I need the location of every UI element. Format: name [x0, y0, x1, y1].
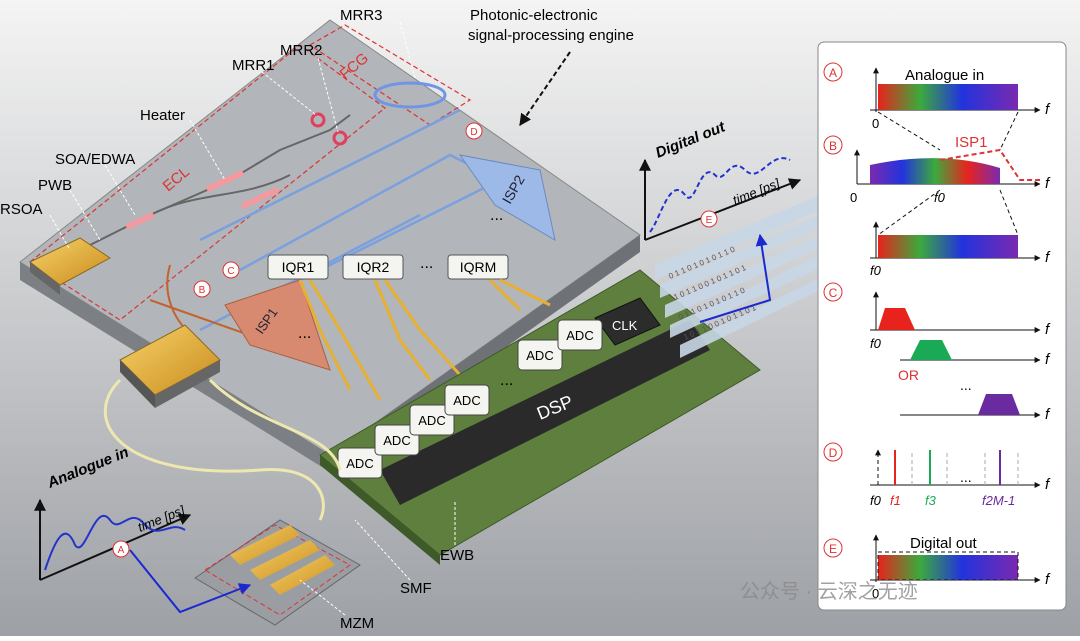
panel-a-spectrum: [878, 84, 1018, 110]
svg-text:ADC: ADC: [453, 393, 480, 408]
mzm-block: [194, 519, 361, 626]
marker-a: A: [112, 540, 130, 558]
panel-d: D ... f f0 f1 f3 f2M-1: [823, 442, 1051, 508]
adc-chip: ADC: [557, 319, 603, 351]
panel-e-title: Digital out: [910, 535, 978, 552]
mrr2-label: MRR2: [280, 42, 323, 59]
mzm-label: MZM: [340, 615, 374, 632]
svg-text:f0: f0: [870, 263, 882, 278]
iqr2-block: IQR2: [342, 254, 404, 280]
svg-text:f: f: [1045, 249, 1051, 266]
svg-text:f0: f0: [870, 493, 882, 508]
pcb-board: DSP CLK: [319, 269, 761, 565]
svg-text:ADC: ADC: [418, 413, 445, 428]
marker-d: D: [465, 122, 483, 140]
iqrm-block: IQRM: [447, 254, 509, 280]
svg-text:f0: f0: [870, 336, 882, 351]
pwb-label: PWB: [38, 177, 72, 194]
watermark: 公众号 · 云深之无迹: [740, 580, 918, 603]
svg-text:ADC: ADC: [566, 328, 593, 343]
svg-text:ADC: ADC: [526, 348, 553, 363]
fiber: [208, 378, 342, 471]
svg-text:f: f: [1045, 351, 1051, 368]
svg-text:0: 0: [872, 586, 879, 601]
marker-c: C: [222, 261, 240, 279]
panel-b-isp1-label: ISP1: [955, 134, 988, 151]
svg-text:A: A: [829, 66, 837, 80]
mrr3-label: MRR3: [340, 7, 383, 24]
adc-dots: ...: [500, 372, 513, 389]
soa-edwa-block: [119, 324, 221, 408]
svg-text:B: B: [829, 139, 837, 153]
svg-text:E: E: [829, 542, 837, 556]
panel-c-or-label: OR: [898, 367, 919, 383]
svg-text:C: C: [829, 286, 838, 300]
svg-text:E: E: [706, 215, 713, 226]
analogue-waveform: [44, 515, 186, 571]
marker-b: B: [193, 280, 211, 298]
adc-chip: ADC: [374, 424, 420, 456]
adc-chip: ADC: [517, 339, 563, 371]
svg-text:D: D: [829, 446, 838, 460]
svg-text:f0: f0: [934, 190, 946, 205]
svg-text:f: f: [1045, 101, 1051, 118]
dsp-chip: [380, 320, 710, 505]
adc-chip: ADC: [409, 404, 455, 436]
signal-path-e: [699, 233, 772, 323]
svg-text:f: f: [1045, 476, 1051, 493]
soa-edwa-label: SOA/EDWA: [55, 151, 135, 168]
smf-fiber: [103, 378, 325, 521]
signal-path-a: [129, 549, 252, 614]
svg-text:f2M-1: f2M-1: [982, 493, 1015, 508]
marker-e: E: [700, 210, 718, 228]
svg-text:A: A: [118, 545, 125, 556]
svg-text:f: f: [1045, 406, 1051, 423]
svg-text:ADC: ADC: [383, 433, 410, 448]
panel-a: A Analogue in f 0: [823, 62, 1051, 131]
panel-a-title: Analogue in: [905, 67, 984, 84]
svg-text:f1: f1: [890, 493, 901, 508]
svg-text:...: ...: [960, 469, 972, 485]
svg-text:ADC: ADC: [346, 456, 373, 471]
digital-waveform: [649, 157, 791, 233]
mrr1-label: MRR1: [232, 57, 275, 74]
svg-text:C: C: [227, 266, 234, 277]
iqr-dots: ...: [420, 255, 433, 272]
isp1-dots: ...: [298, 325, 311, 342]
svg-text:f: f: [1045, 175, 1051, 192]
rsoa-label: RSOA: [0, 201, 43, 218]
panel-b: B ISP1 f 0 f0: [823, 111, 1051, 205]
panel-c: C f f0 f OR ... f: [823, 282, 1051, 423]
panel-e: E Digital out f 0: [823, 534, 1051, 601]
clk-label: CLK: [612, 318, 638, 333]
svg-text:f3: f3: [925, 493, 937, 508]
iqr1-block: IQR1: [267, 254, 329, 280]
svg-text:B: B: [199, 285, 206, 296]
svg-text:...: ...: [960, 377, 972, 393]
svg-text:f: f: [1045, 321, 1051, 338]
adc-chip: ADC: [337, 447, 383, 479]
panel-b2: f f0: [870, 189, 1051, 278]
isp2-dots: ...: [490, 207, 503, 224]
iqr1-label: IQR1: [282, 259, 315, 275]
spectrum-panel: A Analogue in f 0 B ISP1 f 0 f0: [817, 41, 1067, 611]
engine-title-line1: Photonic-electronic: [470, 7, 598, 24]
smf-label: SMF: [400, 580, 432, 597]
heater-label: Heater: [140, 107, 185, 124]
engine-title-line2: signal-processing engine: [468, 27, 634, 44]
adc-group: ADC ADC ADC ADC ADC ADC ...: [337, 319, 603, 479]
iqr2-label: IQR2: [357, 259, 390, 275]
svg-text:0: 0: [872, 116, 879, 131]
adc-chip: ADC: [444, 384, 490, 416]
svg-text:0: 0: [850, 190, 857, 205]
callout-labels: MRR3 MRR2 MRR1 FCG Heater ECL SOA/EDWA P…: [0, 7, 634, 632]
iqrm-label: IQRM: [460, 259, 497, 275]
svg-text:f: f: [1045, 571, 1051, 588]
ewb-label: EWB: [440, 547, 474, 564]
svg-text:D: D: [470, 127, 477, 138]
clk-block: CLK: [594, 297, 661, 346]
